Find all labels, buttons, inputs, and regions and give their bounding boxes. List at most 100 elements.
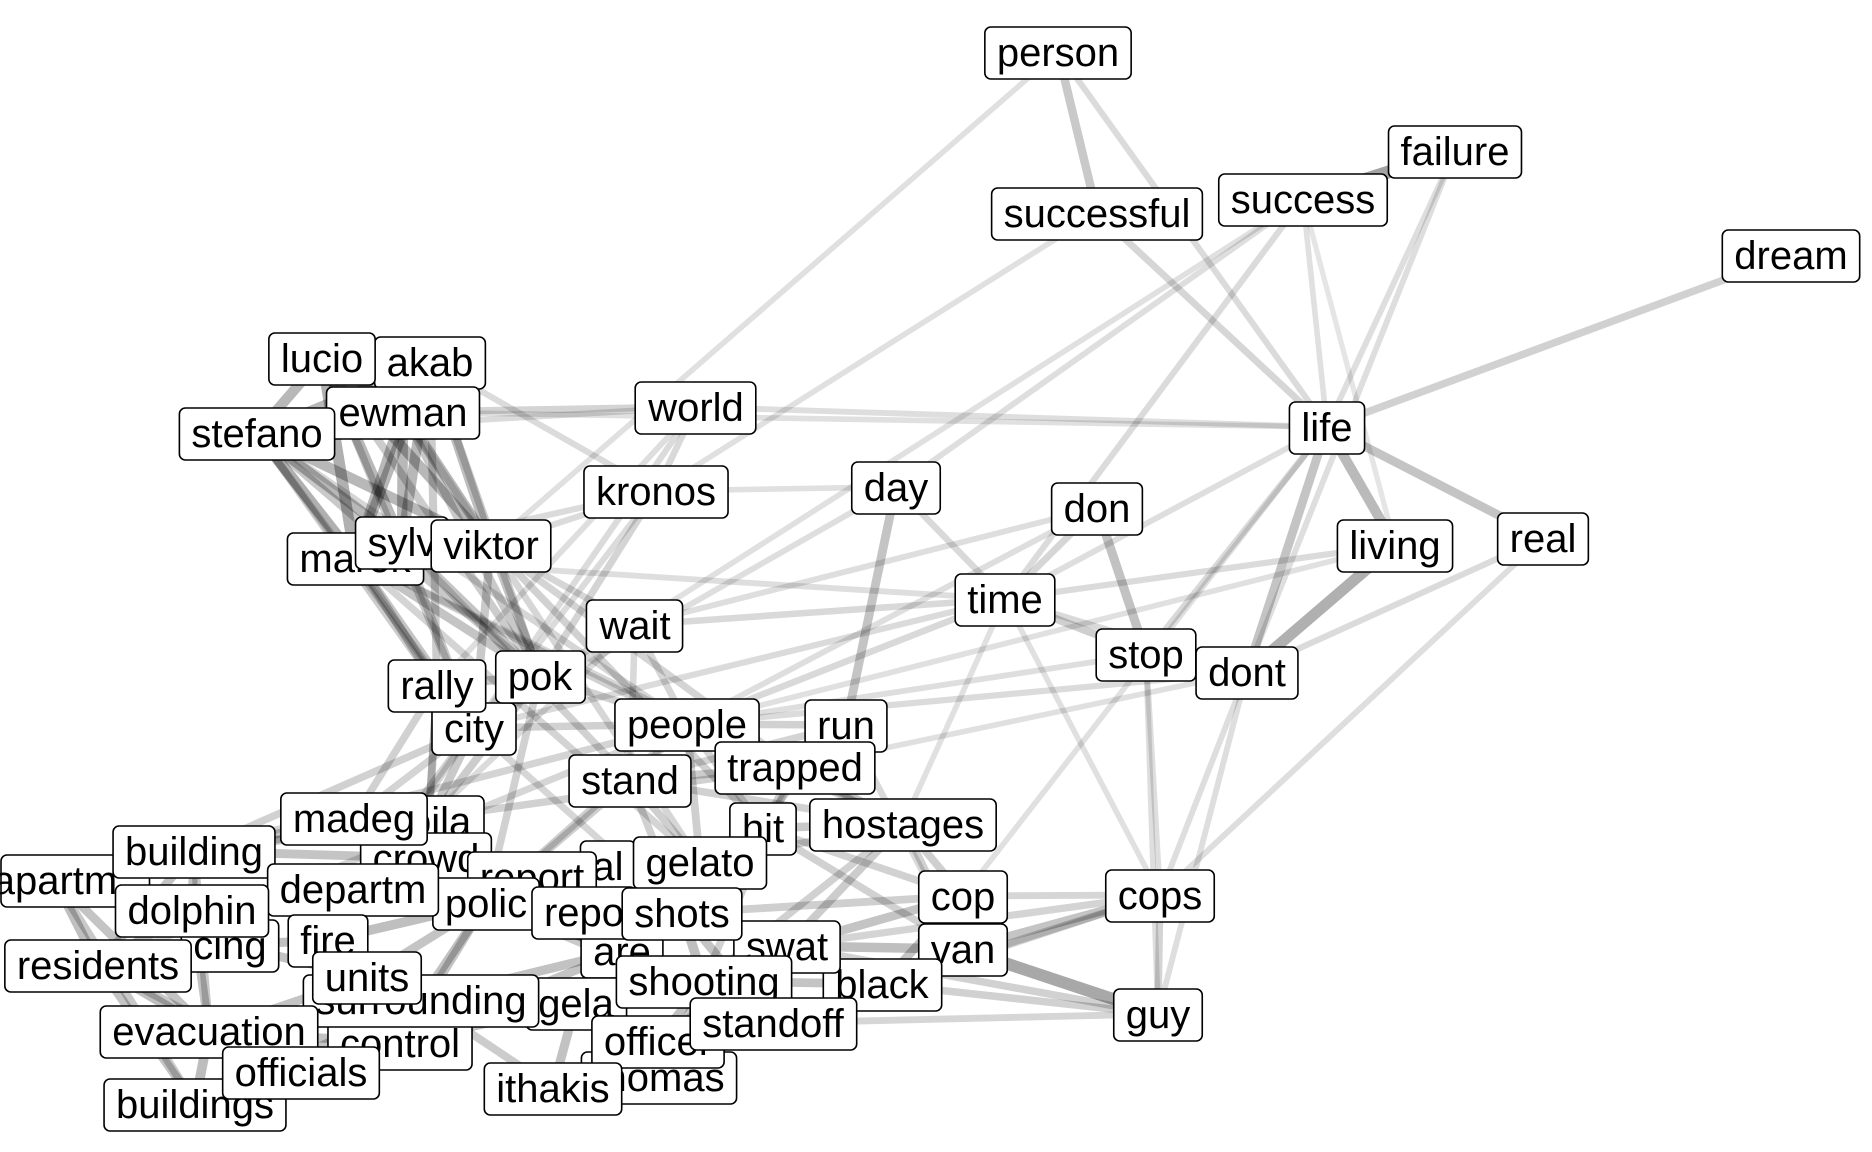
- edge-stefano-people: [255, 430, 689, 727]
- node-cops: cops: [1104, 869, 1216, 923]
- edge-person-viktor: [489, 49, 1060, 548]
- node-label: stop: [1108, 633, 1184, 677]
- node-guy: guy: [1112, 988, 1204, 1042]
- node-label: gelato: [646, 841, 755, 885]
- edge-time-hostages: [900, 597, 1008, 826]
- node-label: real: [1510, 517, 1577, 561]
- node-sylvia: sylv: [354, 516, 450, 570]
- edge-guy-swat: [786, 942, 1159, 1018]
- node-cop: cop: [917, 870, 1009, 924]
- edge-marek-gelato: [352, 555, 703, 865]
- edge-dream-life: [1325, 251, 1793, 431]
- node-label: units: [325, 956, 410, 1000]
- node-box: [809, 798, 997, 852]
- node-label: city: [444, 707, 504, 751]
- node-label: al: [592, 845, 623, 889]
- node-box: [114, 884, 270, 938]
- edge-failure-life: [1324, 149, 1458, 429]
- node-label: person: [997, 31, 1119, 75]
- edge-living-time: [1004, 541, 1396, 603]
- node-life: life: [1288, 401, 1366, 455]
- node-box: [634, 381, 757, 435]
- node-box: [1112, 988, 1204, 1042]
- node-box: [387, 659, 487, 713]
- node-label: lucio: [281, 337, 363, 381]
- node-box: [430, 519, 552, 573]
- node-kronos: kronos: [583, 465, 729, 519]
- node-label: successful: [1004, 192, 1191, 236]
- edge-time-cops: [1002, 597, 1163, 897]
- node-box: [850, 461, 942, 515]
- node-label: madeg: [293, 797, 415, 841]
- node-reporter: repo: [531, 886, 637, 940]
- node-box: [954, 573, 1056, 627]
- node-wait: wait: [585, 599, 684, 653]
- node-box: [483, 1062, 623, 1116]
- node-box: [1050, 482, 1144, 536]
- node-label: kronos: [596, 470, 716, 514]
- node-label: polic: [445, 882, 527, 926]
- node-label: shots: [634, 892, 730, 936]
- node-run: run: [804, 699, 888, 753]
- node-label: dont: [1208, 651, 1286, 695]
- edge-life-stop: [1143, 424, 1330, 657]
- node-stop: stop: [1095, 628, 1197, 682]
- node-label: failure: [1401, 130, 1510, 174]
- node-newman: ewman: [325, 386, 481, 440]
- node-officials: officials: [221, 1046, 381, 1100]
- node-label: sylv: [368, 521, 437, 565]
- edge-kronos-pok: [536, 489, 660, 678]
- node-box: [990, 187, 1204, 241]
- node-box: [689, 997, 858, 1051]
- node-box: [984, 26, 1132, 80]
- node-label: rally: [400, 664, 473, 708]
- node-label: ithakis: [496, 1067, 609, 1111]
- edge-stop-guy: [1143, 653, 1161, 1015]
- edge-dont-guy: [1155, 671, 1250, 1015]
- node-stand: stand: [568, 754, 692, 808]
- node-madeg: madeg: [280, 792, 428, 846]
- node-stefano: stefano: [178, 407, 336, 461]
- node-living: living: [1336, 519, 1454, 573]
- node-standoff: standoff: [689, 997, 858, 1051]
- node-label: dolphin: [127, 889, 256, 933]
- node-lucio: lucio: [268, 332, 376, 386]
- node-label: officials: [235, 1051, 368, 1095]
- edge-time-city: [473, 595, 1006, 732]
- node-label: living: [1349, 524, 1440, 568]
- node-label: success: [1231, 178, 1376, 222]
- node-label: wait: [598, 604, 670, 648]
- node-shots: shots: [621, 887, 743, 941]
- node-rally: rally: [387, 659, 487, 713]
- node-trapped: trapped: [714, 741, 876, 795]
- edge-success-life: [1300, 198, 1330, 428]
- node-world: world: [634, 381, 757, 435]
- node-box: [311, 951, 423, 1005]
- node-box: [621, 887, 743, 941]
- node-people: people: [614, 698, 760, 752]
- edge-time-wait: [634, 595, 1006, 629]
- edge-don-wait: [634, 505, 1098, 628]
- edge-don-people: [685, 505, 1099, 727]
- edge-living-people: [686, 542, 1396, 727]
- node-akab: akab: [373, 336, 487, 390]
- edge-successful-life: [1094, 210, 1330, 430]
- node-police: polic: [432, 877, 540, 931]
- node-label: apartm: [0, 859, 117, 903]
- edge-life-newman: [402, 409, 1328, 430]
- node-real: real: [1496, 512, 1590, 566]
- node-label: run: [817, 704, 875, 748]
- edge-people-building: [193, 720, 688, 855]
- node-box: [1104, 869, 1216, 923]
- node-box: [714, 741, 876, 795]
- node-label: world: [647, 386, 744, 430]
- node-box: [221, 1046, 381, 1100]
- edge-success-living: [1300, 198, 1398, 546]
- node-label: shooting: [628, 960, 779, 1004]
- node-label: pok: [508, 655, 573, 699]
- node-evacuation: evacuation: [99, 1005, 319, 1059]
- edge-real-cops: [1157, 535, 1546, 898]
- node-viktor: viktor: [430, 519, 552, 573]
- node-residents: residents: [4, 939, 192, 993]
